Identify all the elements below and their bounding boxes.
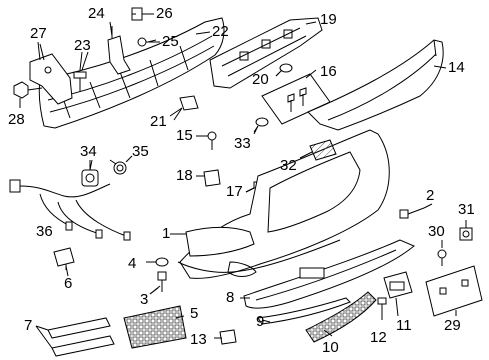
leader-lines xyxy=(35,13,467,349)
part-35-ring xyxy=(113,155,133,175)
part-1-bumper-cover xyxy=(177,129,390,279)
part-8-diffuser xyxy=(243,239,415,309)
callout-13: 13 xyxy=(190,331,207,348)
callout-3: 3 xyxy=(140,291,149,308)
callout-36: 36 xyxy=(36,223,53,240)
callout-4: 4 xyxy=(128,255,137,272)
part-34-sensor xyxy=(81,160,99,187)
part-21-clip xyxy=(169,95,199,117)
callout-17: 17 xyxy=(226,183,243,200)
part-14-upper-cover xyxy=(307,39,444,131)
callout-24: 24 xyxy=(88,5,105,22)
callout-35: 35 xyxy=(132,143,149,160)
part-9-strip xyxy=(257,297,351,325)
part-30-screw xyxy=(437,249,447,266)
callout-27: 27 xyxy=(30,25,47,42)
callout-16: 16 xyxy=(320,63,337,80)
callout-22: 22 xyxy=(212,23,229,40)
part-11-bracket xyxy=(383,271,413,299)
callout-7: 7 xyxy=(24,317,33,334)
callout-31: 31 xyxy=(458,201,475,218)
part-6-bracket xyxy=(53,247,75,277)
callout-34: 34 xyxy=(80,143,97,160)
callout-2: 2 xyxy=(426,187,435,204)
part-36-harness xyxy=(9,179,131,241)
callout-5: 5 xyxy=(190,305,199,322)
callout-14: 14 xyxy=(448,59,465,76)
part-19-bracket xyxy=(209,17,323,89)
callout-19: 19 xyxy=(320,11,337,28)
callout-12: 12 xyxy=(370,329,387,346)
callout-10: 10 xyxy=(322,339,339,356)
callout-33: 33 xyxy=(234,135,251,152)
part-2-bolt xyxy=(399,207,425,219)
part-3-bolt xyxy=(149,271,167,295)
callout-20: 20 xyxy=(252,71,269,88)
callout-32: 32 xyxy=(280,157,297,174)
part-28-bolt xyxy=(13,81,43,108)
callout-15: 15 xyxy=(176,127,193,144)
callout-11: 11 xyxy=(396,317,412,334)
part-31-clip xyxy=(459,227,473,241)
callout-21: 21 xyxy=(150,113,167,130)
part-22-absorber xyxy=(38,17,225,129)
part-5-mesh-panel xyxy=(123,305,187,349)
callout-18: 18 xyxy=(176,167,193,184)
part-7-strips xyxy=(47,317,115,357)
callout-23: 23 xyxy=(74,37,91,54)
callout-6: 6 xyxy=(64,275,73,292)
callout-9: 9 xyxy=(256,313,265,330)
callout-1: 1 xyxy=(162,225,171,242)
callout-30: 30 xyxy=(428,223,445,240)
callout-26: 26 xyxy=(156,5,173,22)
part-27-side-bracket xyxy=(29,41,73,105)
callout-25: 25 xyxy=(162,33,179,50)
part-18-clip xyxy=(196,169,221,187)
part-15-screw xyxy=(196,131,217,150)
part-10-grille xyxy=(305,291,377,343)
part-13-clip xyxy=(219,329,237,345)
callout-29: 29 xyxy=(444,317,461,334)
part-23-screw xyxy=(73,51,87,92)
callout-28: 28 xyxy=(8,111,25,128)
callout-8: 8 xyxy=(226,289,235,306)
part-29-plate-bracket xyxy=(425,265,483,317)
